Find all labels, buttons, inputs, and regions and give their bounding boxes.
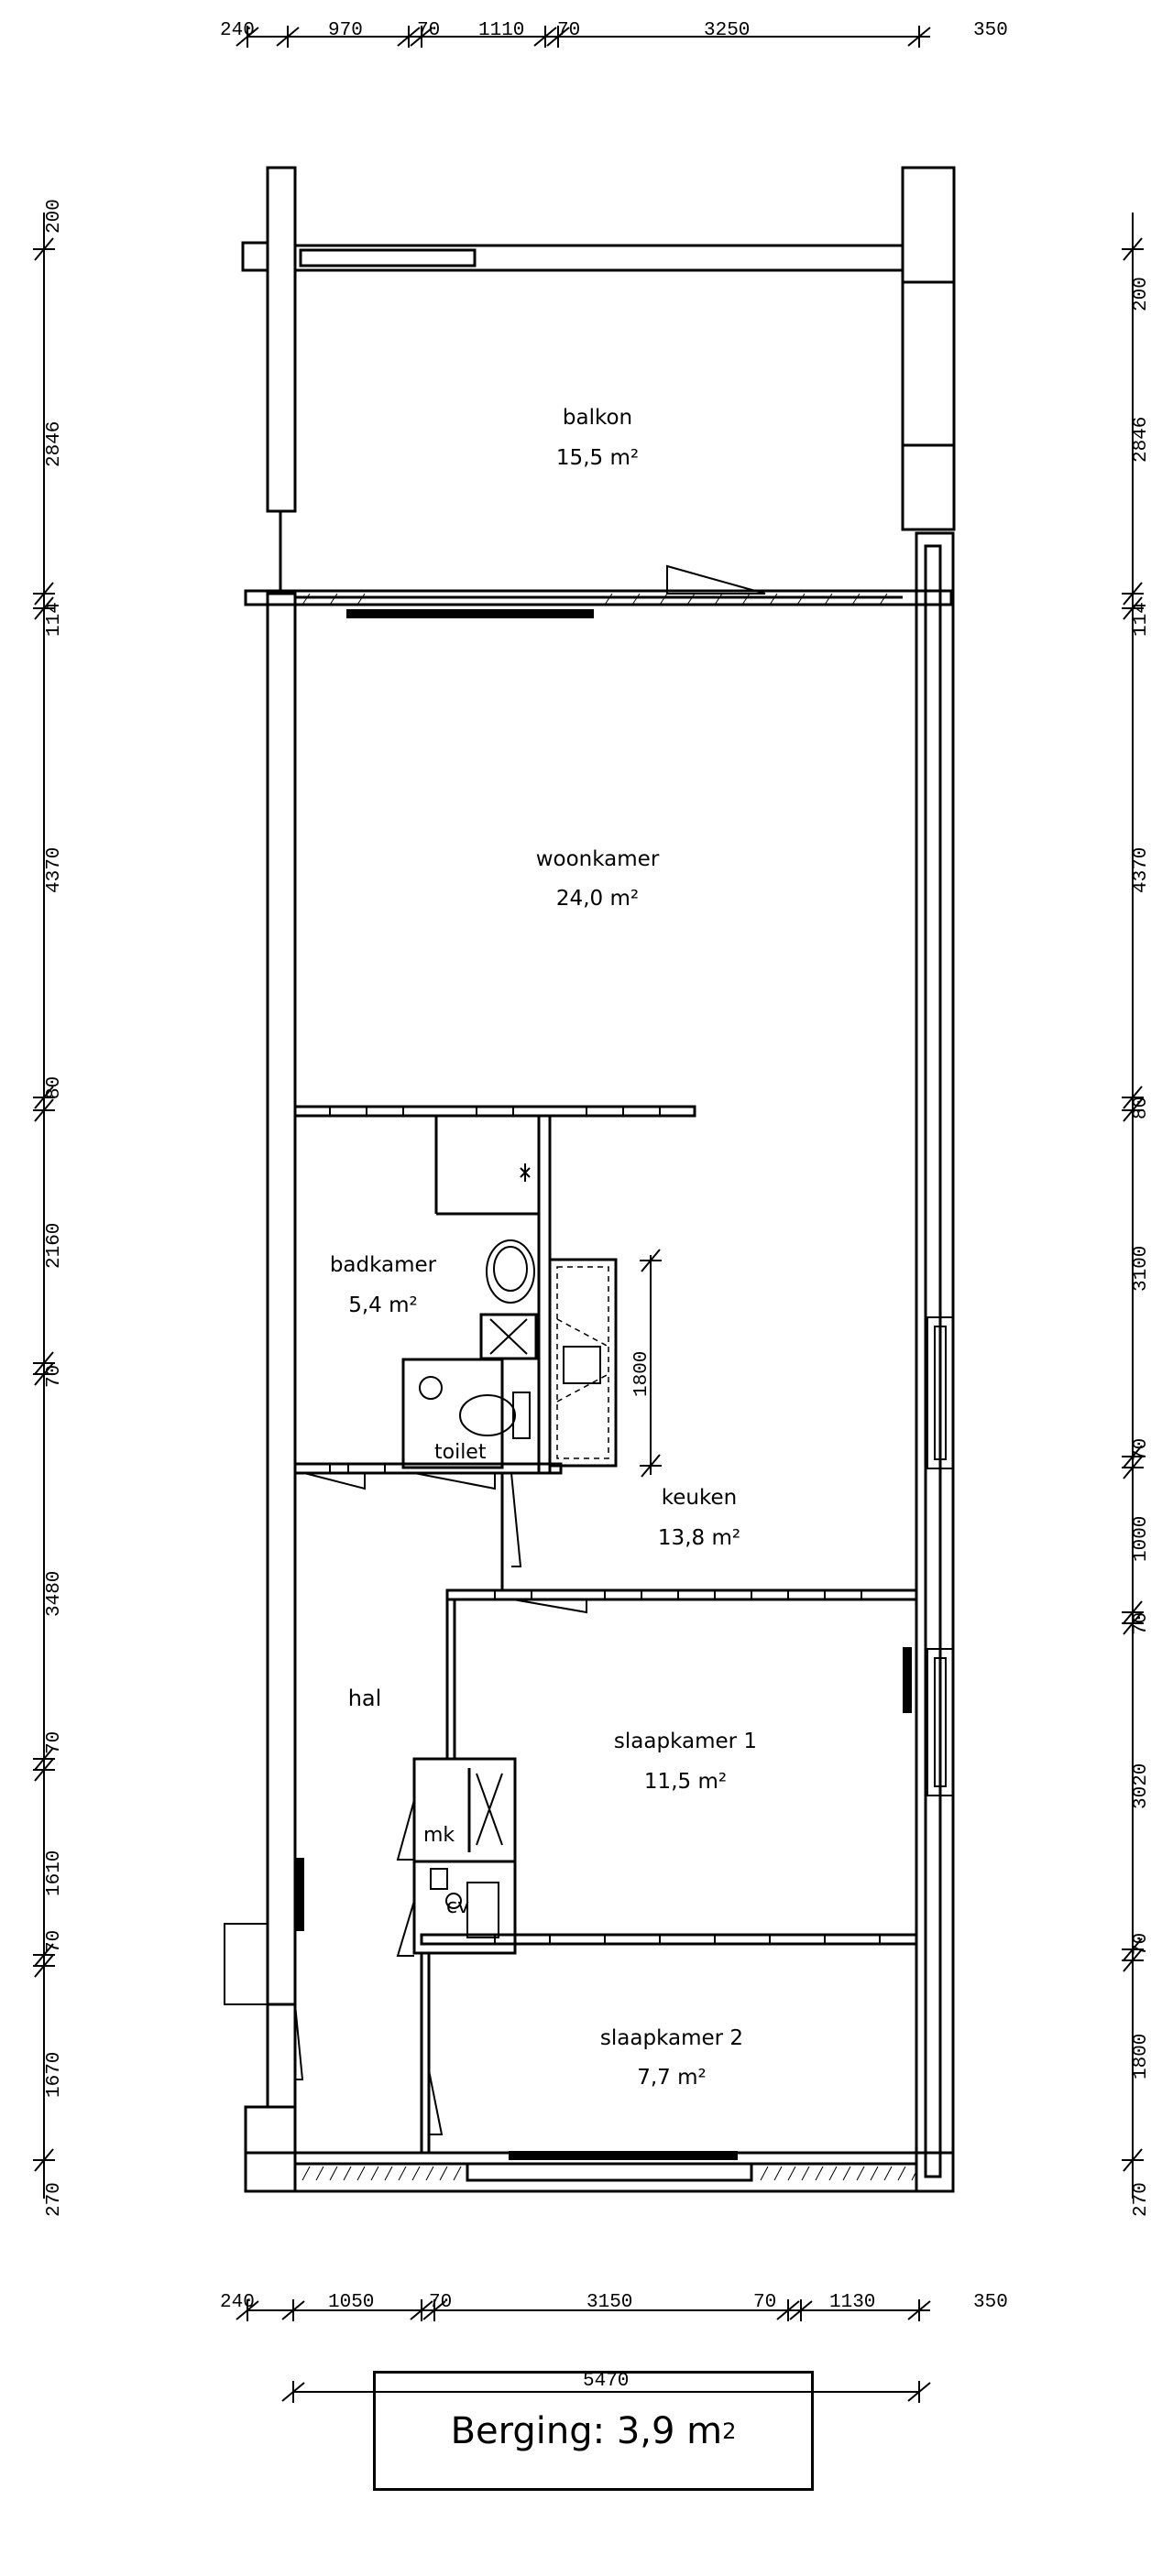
dim-left-9: 70: [44, 1731, 65, 1754]
dim-left-10: 1610: [44, 1850, 65, 1896]
dim-left-12: 1670: [44, 2052, 65, 2098]
dim-bottom-6: 1130: [829, 2292, 875, 2313]
dim-top-2: 970: [328, 20, 363, 41]
dim-right-10: 3020: [1131, 1763, 1152, 1809]
interior-walls: [293, 1105, 918, 2153]
balcony-sliding-door: [346, 609, 594, 618]
dim-top-1: 240: [220, 20, 255, 41]
kitchen-counter: [556, 1266, 609, 1459]
room-slaapkamer2-area: 7,7 m²: [637, 2066, 707, 2090]
room-cv-name: cv: [446, 1895, 469, 1918]
dim-right-9: 70: [1131, 1612, 1152, 1635]
room-keuken-area: 13,8 m²: [658, 1526, 740, 1550]
room-slaapkamer2-name: slaapkamer 2: [600, 2026, 743, 2050]
dim-right-6: 3100: [1131, 1246, 1152, 1292]
dim-total-width: 5470: [583, 2371, 629, 2392]
interior-wall-ticks: [329, 1107, 881, 1944]
dim-right-3: 114: [1131, 602, 1152, 637]
storage-label-sup: 2: [722, 2418, 737, 2444]
dim-left-7: 70: [44, 1365, 65, 1388]
room-balkon-name: balkon: [563, 406, 632, 430]
dim-bottom-5: 70: [753, 2292, 776, 2313]
room-slaapkamer1-area: 11,5 m²: [644, 1770, 727, 1794]
dim-bottom-4: 3150: [586, 2292, 632, 2313]
dim-bottom-2: 1050: [328, 2292, 374, 2313]
dim-top-3: 70: [417, 20, 440, 41]
black-sliders: [295, 1647, 912, 2160]
dim-left-8: 3480: [44, 1571, 65, 1617]
dim-top-4: 1110: [478, 20, 524, 41]
dim-right-7: 70: [1131, 1438, 1152, 1461]
room-keuken-name: keuken: [662, 1486, 737, 1510]
dim-left-13: 270: [44, 2182, 65, 2217]
dim-right-12: 1800: [1131, 2034, 1152, 2079]
dim-kitchen-counter: 1800: [631, 1351, 652, 1397]
dim-right-1: 200: [1131, 277, 1152, 311]
room-balkon-area: 15,5 m²: [556, 446, 639, 470]
dim-bottom-7: 350: [973, 2292, 1008, 2313]
windows-right: [926, 1316, 954, 1796]
room-hal-name: hal: [348, 1686, 382, 1711]
room-toilet-name: toilet: [434, 1441, 487, 1464]
dim-left-4: 4370: [44, 847, 65, 893]
dim-left-6: 2160: [44, 1223, 65, 1269]
left-dimension-line: [33, 213, 55, 2199]
dim-right-8: 1000: [1131, 1516, 1152, 1562]
storage-label: Berging: 3,9 m: [450, 2409, 723, 2452]
room-slaapkamer1-name: slaapkamer 1: [614, 1730, 757, 1753]
dim-top-5: 70: [557, 20, 580, 41]
dim-top-6: 3250: [704, 20, 750, 41]
dim-right-5: 80: [1131, 1097, 1152, 1119]
bottom-dimension-line: [236, 2299, 931, 2403]
dim-right-2: 2846: [1131, 417, 1152, 463]
wall-hatching: [301, 593, 917, 2181]
room-woonkamer-area: 24,0 m²: [556, 887, 639, 911]
dim-bottom-3: 70: [429, 2292, 452, 2313]
doors: [224, 1472, 587, 2135]
right-dimension-line: [1122, 213, 1144, 2199]
walls: [241, 166, 956, 2193]
dim-left-11: 70: [44, 1930, 65, 1953]
room-badkamer-area: 5,4 m²: [348, 1293, 418, 1317]
dim-left-1: 200: [44, 199, 65, 234]
dim-top-7: 350: [973, 20, 1008, 41]
dim-bottom-1: 240: [220, 2292, 255, 2313]
top-dimension-line: [236, 26, 931, 48]
room-badkamer-name: badkamer: [330, 1253, 437, 1277]
dim-left-3: 114: [44, 602, 65, 637]
room-woonkamer-name: woonkamer: [536, 847, 660, 871]
dim-right-4: 4370: [1131, 847, 1152, 893]
dim-right-13: 270: [1131, 2182, 1152, 2217]
room-mk-name: mk: [423, 1824, 455, 1847]
dim-right-11: 70: [1131, 1933, 1152, 1956]
sanitary-fixtures: [419, 1163, 601, 1938]
balcony-door-swing: [666, 564, 766, 595]
dim-left-5: 80: [44, 1076, 65, 1099]
dim-left-2: 2846: [44, 421, 65, 467]
kitchen-dimension: [640, 1249, 662, 1478]
